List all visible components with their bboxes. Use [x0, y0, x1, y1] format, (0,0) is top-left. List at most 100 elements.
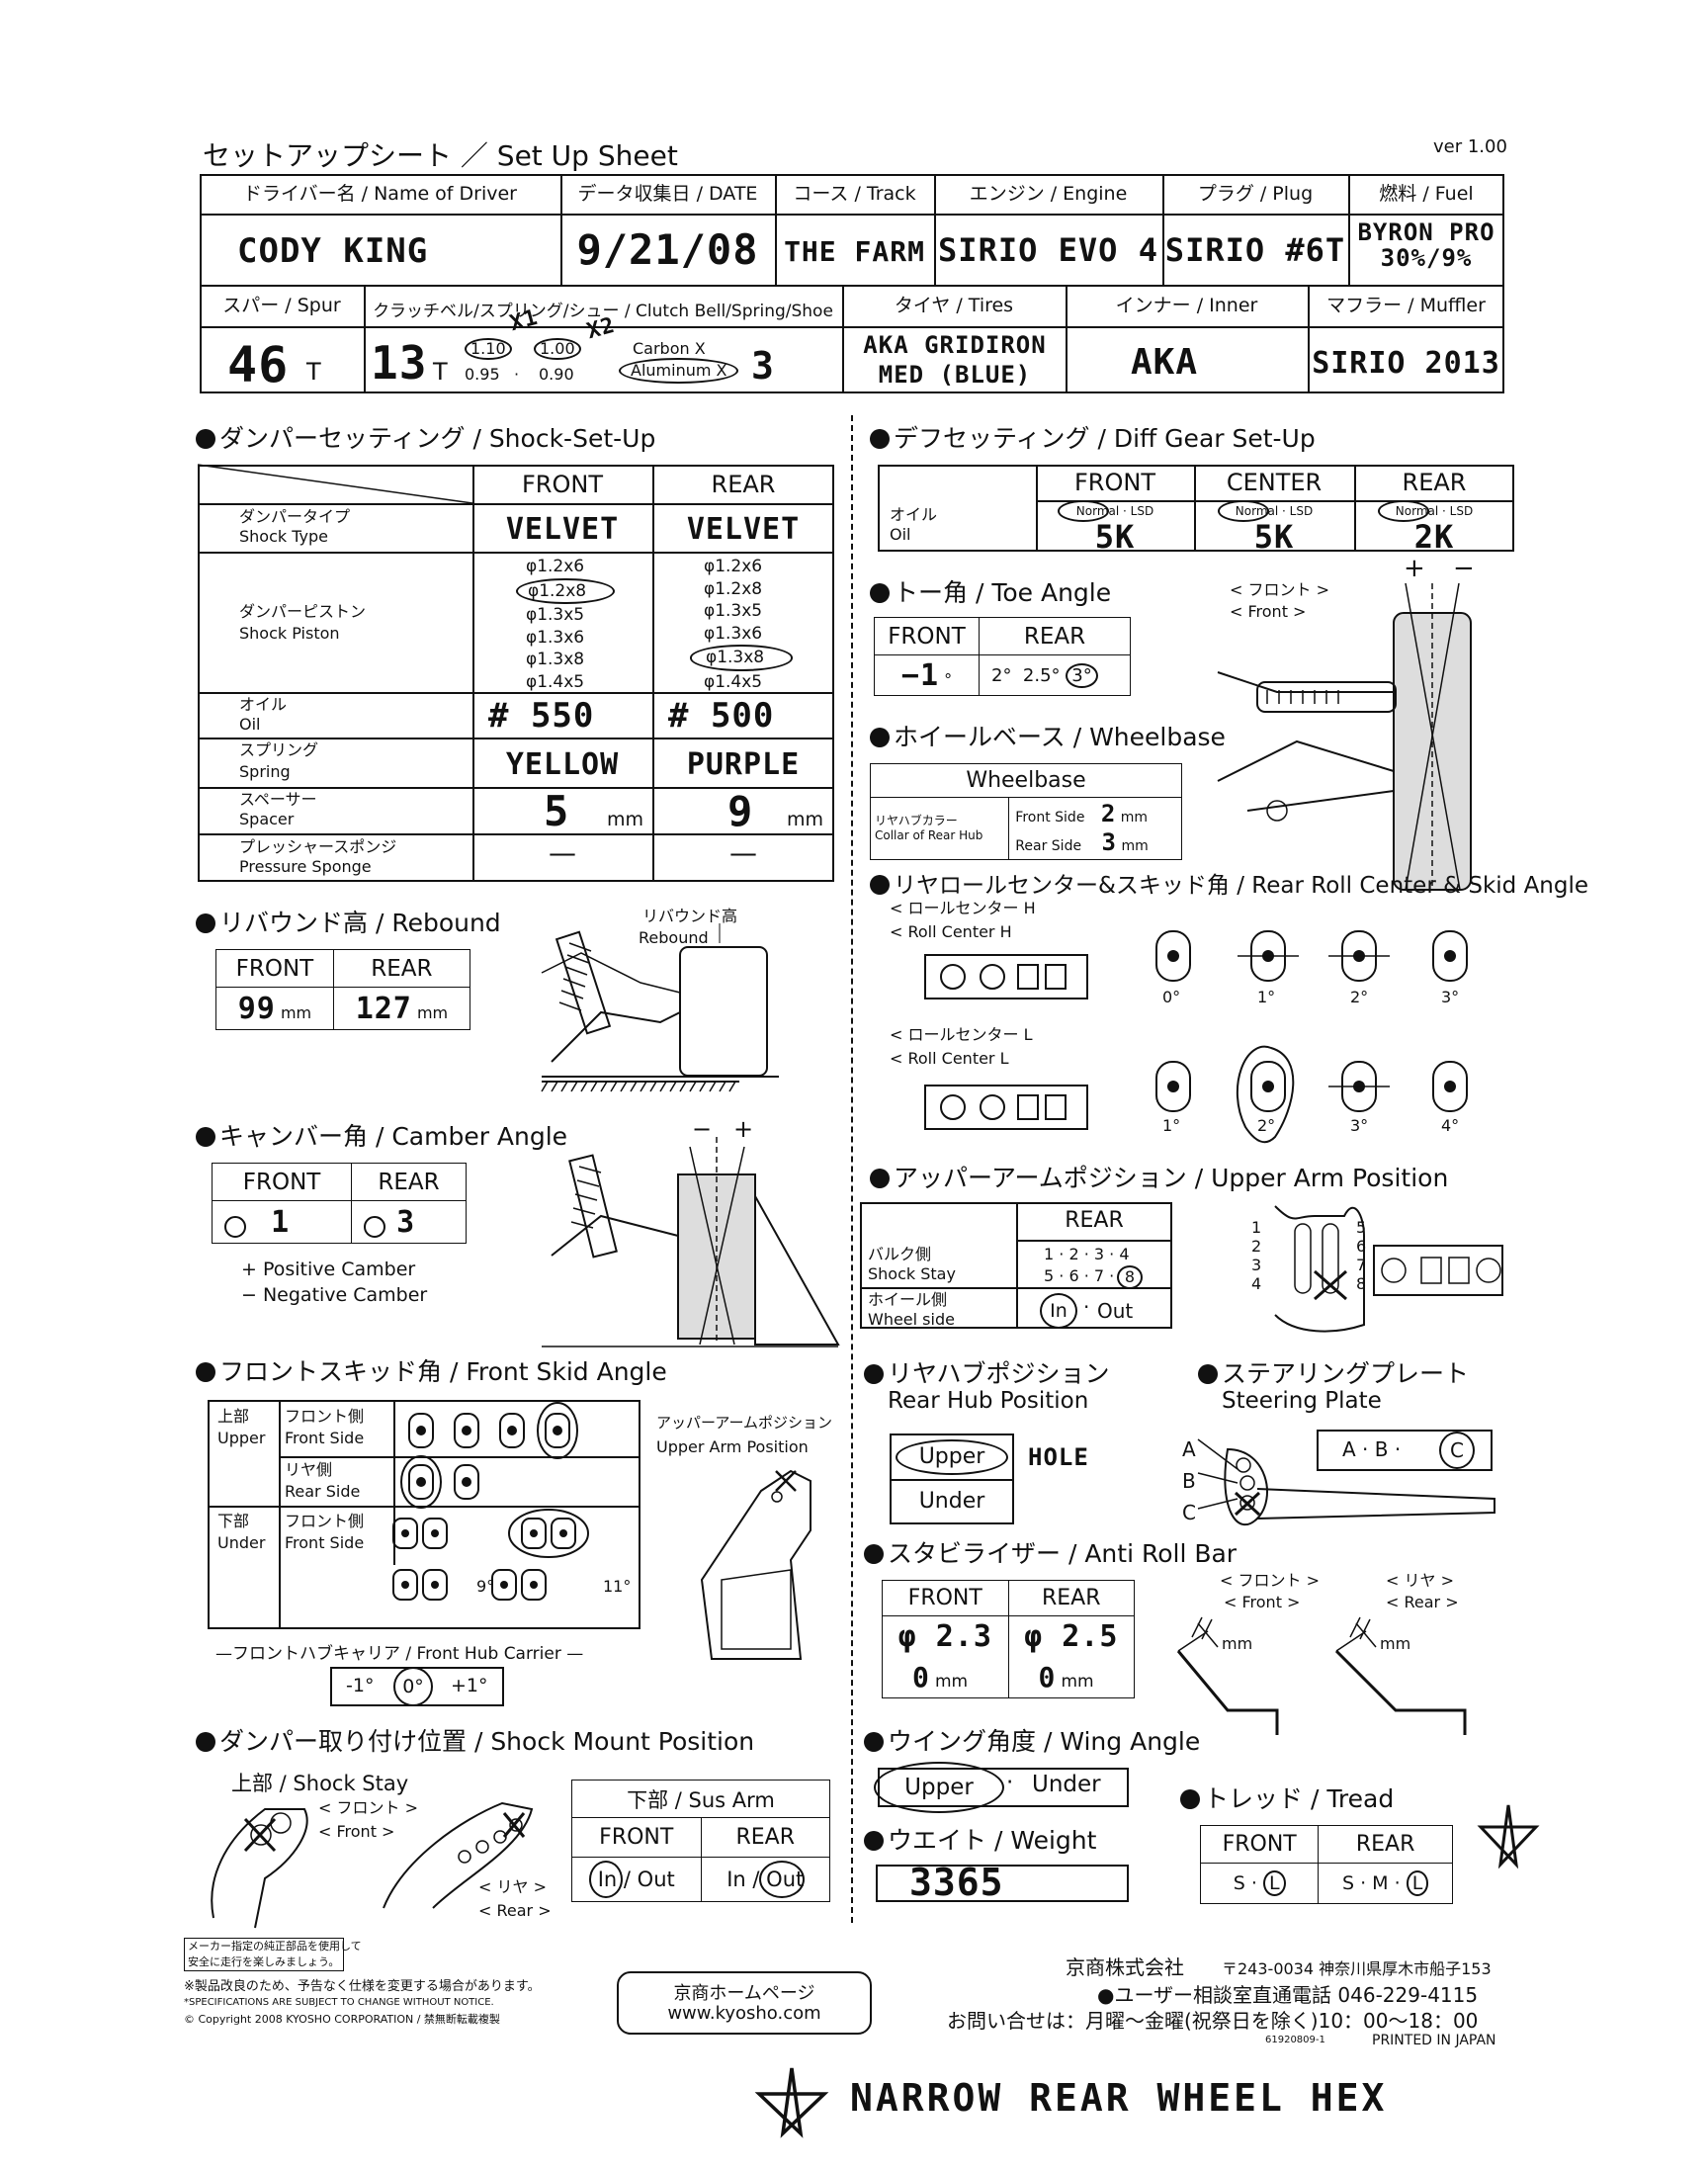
- bullet-icon: [1198, 1364, 1218, 1384]
- camber-minus-label: −: [692, 1115, 713, 1143]
- homepage-box[interactable]: [617, 1971, 872, 2035]
- rebound-diagram: [541, 923, 779, 1078]
- label-plug: プラグ / Plug: [1197, 183, 1314, 205]
- diff-table: [878, 465, 1514, 552]
- info-table: [200, 174, 1504, 393]
- steering-label-c: C: [1182, 1501, 1196, 1524]
- footer-code: 61920809-1: [1265, 2035, 1325, 2045]
- bullet-icon: [870, 875, 890, 895]
- shock-sponge-rear: —: [729, 836, 757, 869]
- shock-stay-label: 上部 / Shock Stay: [231, 1772, 409, 1795]
- skid-hole-diagram: [392, 1402, 589, 1601]
- spring-opt-2: 1.00: [534, 338, 581, 361]
- camber-col-front: FRONT: [211, 1163, 353, 1201]
- skid-arm-label: Upper Arm Position: [656, 1437, 809, 1456]
- shock-spacer-rear-mm: mm: [787, 809, 824, 830]
- wheelbase-front-mm: mm: [1120, 810, 1149, 825]
- label-driver: ドライバー名 / Name of Driver: [242, 183, 517, 205]
- arb-diagram-front: < Front >: [1224, 1593, 1301, 1611]
- roll-l-deg-4: 4°: [1441, 1116, 1460, 1135]
- roll-h-deg-2: 2°: [1350, 988, 1369, 1006]
- shock-type-rear: VELVET: [686, 512, 801, 547]
- footer-warning-2: 安全に走行を楽しみましょう。: [188, 1955, 340, 1968]
- star-icon: [1477, 1804, 1540, 1869]
- bottom-handwritten-note: NARROW REAR WHEEL HEX: [850, 2076, 1388, 2120]
- piston-list-front: φ1.2x6 φ1.2x8 φ1.3x5 φ1.3x6 φ1.3x8 φ1.4x…: [516, 556, 615, 693]
- piston-front-selected: φ1.2x8: [516, 577, 615, 604]
- diff-rear-normal-circle: [1378, 500, 1429, 522]
- roll-h-deg-1: 1°: [1257, 988, 1276, 1006]
- diff-center-value: 5K: [1253, 518, 1295, 556]
- shock-spacer-rear: 9: [727, 787, 754, 835]
- rebound-rear-value: 127: [355, 991, 412, 1026]
- upper-arm-wheel: Wheel side: [868, 1310, 955, 1329]
- spring-opt-4: 0.90: [539, 365, 574, 384]
- diff-col-front: FRONT: [1074, 469, 1155, 496]
- rear-hub-note: HOLE: [1028, 1443, 1089, 1471]
- label-engine: エンジン / Engine: [969, 183, 1128, 205]
- arb-diagram: [1176, 1616, 1467, 1735]
- shock-mount-title: ダンパー取り付け位置 / Shock Mount Position: [196, 1722, 754, 1758]
- homepage-link[interactable]: www.kyosho.com: [667, 2003, 821, 2024]
- toe-diagram-front: < Front >: [1230, 602, 1307, 621]
- shock-spring-label: Spring: [239, 762, 291, 781]
- hub-opt-minus1: -1°: [346, 1675, 375, 1696]
- ground-hatch: [541, 1081, 739, 1092]
- bullet-icon: [870, 728, 890, 747]
- shock-col-front: FRONT: [522, 471, 603, 498]
- rebound-col-front: FRONT: [215, 949, 334, 988]
- steering-selected: C: [1439, 1432, 1475, 1469]
- piston-rear-selected: φ1.3x8: [690, 645, 793, 671]
- toe-col-front: FRONT: [874, 617, 980, 655]
- steering-label-a: A: [1182, 1437, 1196, 1461]
- toe-rear-opt-2: 2°: [991, 664, 1012, 686]
- sus-arm-rear-out-circle: [759, 1861, 805, 1898]
- column-divider: [851, 415, 853, 1923]
- camber-plus-label: +: [733, 1115, 754, 1143]
- arb-rear-value: φ 2.5: [1007, 1615, 1135, 1658]
- bottom-star-icon: [754, 2067, 829, 2138]
- footer-notice: *SPECIFICATIONS ARE SUBJECT TO CHANGE WI…: [184, 1997, 494, 2008]
- clutch-unit: T: [433, 358, 448, 386]
- bullet-icon: [196, 1127, 215, 1147]
- rebound-col-rear: REAR: [332, 949, 471, 988]
- rebound-front-value: 99: [237, 991, 276, 1026]
- sus-arm-front-in-circle: [589, 1861, 623, 1898]
- wheelbase-title: ホイールベース / Wheelbase: [870, 718, 1226, 753]
- rebound-diagram-label: Rebound: [639, 928, 709, 947]
- toe-diagram-front-jp: < フロント >: [1230, 580, 1329, 599]
- skid-upper-jp: 上部: [217, 1407, 250, 1426]
- diff-oil: Oil: [890, 525, 911, 544]
- skid-under-front-jp: フロント側: [285, 1512, 365, 1530]
- camber-front-sign-minus: [224, 1216, 246, 1238]
- camber-legend-positive: + Positive Camber: [241, 1259, 416, 1280]
- page-title: セットアップシート ／ Set Up Sheet: [203, 139, 678, 172]
- toe-rear-opt-3-selected: 3°: [1066, 662, 1098, 688]
- shock-spring-front: YELLOW: [505, 747, 620, 782]
- arb-title: スタビライザー / Anti Roll Bar: [864, 1534, 1237, 1570]
- piston-list-rear: φ1.2x6 φ1.2x8 φ1.3x5 φ1.3x6 φ1.3x8 φ1.4x…: [690, 556, 793, 693]
- date-value: 9/21/08: [576, 225, 759, 274]
- bullet-icon: [196, 1732, 215, 1752]
- arb-diagram-rear-mm: mm: [1380, 1634, 1411, 1653]
- toe-rear-opt-2-5: 2.5°: [1022, 664, 1061, 686]
- toe-plus: +: [1404, 554, 1425, 583]
- toe-col-rear: REAR: [979, 617, 1131, 655]
- spring-opt-1: 1.10: [465, 338, 512, 361]
- roll-l-deg-3: 3°: [1350, 1116, 1369, 1135]
- rebound-rear-mm: mm: [416, 1002, 449, 1022]
- track-value: THE FARM: [784, 235, 925, 268]
- arb-diagram-rear: < Rear >: [1386, 1593, 1459, 1611]
- skid-under-jp: 下部: [217, 1512, 250, 1530]
- steering-opts: A · B ·: [1342, 1437, 1402, 1461]
- rebound-diagram-label-jp: リバウンド高: [642, 907, 738, 925]
- toe-front-deg: °: [944, 669, 953, 689]
- weight-box: [876, 1865, 1129, 1902]
- upper-arm-stay-jp: バルク側: [868, 1245, 932, 1263]
- shock-col-rear: REAR: [711, 471, 776, 498]
- skid-upper-front-jp: フロント側: [285, 1407, 365, 1426]
- mount-rear: < Rear >: [478, 1901, 552, 1920]
